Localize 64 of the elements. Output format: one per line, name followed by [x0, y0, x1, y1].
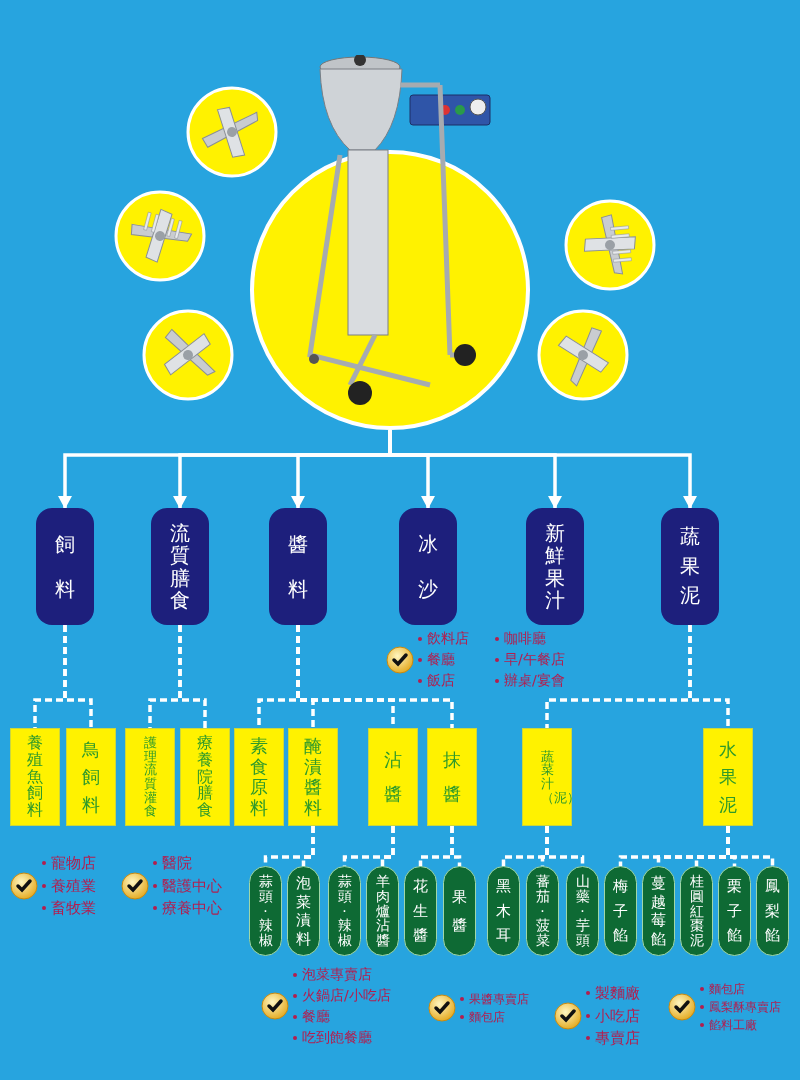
customer-type-text: 專賣店	[595, 1028, 640, 1049]
subcategory-box: 水果泥	[703, 728, 753, 826]
product-pill: 桂圓紅棗泥	[680, 866, 713, 956]
product-pill: 鳳梨餡	[756, 866, 789, 956]
subcategory-box: 抹醬	[427, 728, 477, 826]
connector-line	[688, 625, 730, 728]
category-box: 醬料	[269, 508, 327, 625]
category-box: 冰沙	[399, 508, 457, 625]
subcategory-box: 鳥飼料	[66, 728, 116, 826]
customer-type-text: 辦桌/宴會	[504, 671, 565, 690]
connector-line	[301, 826, 315, 866]
subcategory-box: 素食原料	[234, 728, 284, 826]
customer-type-text: 養殖業	[51, 875, 96, 897]
customer-type-text: 飲料店	[427, 629, 469, 648]
customer-type-text: 餡料工廠	[709, 1017, 757, 1034]
product-pill: 蒜頭·辣椒	[249, 866, 282, 956]
category-box: 蔬果泥	[661, 508, 719, 625]
product-pill: 梅子餡	[604, 866, 637, 956]
subcategory-box: 醃漬醬料	[288, 728, 338, 826]
subcategory-box: 養殖魚飼料	[10, 728, 60, 826]
customer-type-text: 麵包店	[469, 1009, 505, 1026]
connector-line	[296, 625, 454, 728]
subcategory-box: 療養院膳食	[180, 728, 230, 826]
customer-type-text: 醫護中心	[162, 875, 222, 897]
subcategory-box: 護理流質灌食	[125, 728, 175, 826]
customer-type-text: 咖啡廳	[504, 629, 546, 648]
customer-type-text: 寵物店	[51, 853, 96, 874]
product-pill: 山藥·芋頭	[566, 866, 599, 956]
category-box: 飼料	[36, 508, 94, 625]
customer-type-text: 果醬專賣店	[469, 991, 529, 1008]
subcategory-box: 蔬菜汁（泥）	[522, 728, 572, 826]
product-pill: 羊肉爐沾醬	[366, 866, 399, 956]
subcategory-box: 沾醬	[368, 728, 418, 826]
customer-type-text: 早/午餐店	[504, 650, 565, 669]
customer-type-text: 療養中心	[162, 898, 222, 919]
customer-type-text: 飯店	[427, 671, 455, 690]
customer-type-text: 餐廳	[427, 650, 455, 669]
connector-line	[450, 826, 462, 866]
category-box: 新鮮果汁	[526, 508, 584, 625]
connector-line	[63, 625, 93, 728]
customer-type-text: 泡菜專賣店	[302, 965, 372, 984]
product-pill: 蔓越莓餡	[642, 866, 675, 956]
product-pill: 花生醬	[404, 866, 437, 956]
customer-type-text: 吃到飽餐廳	[302, 1028, 372, 1047]
connector-line	[380, 826, 395, 866]
connector-line	[545, 826, 585, 866]
customer-type-text: 鳳梨酥專賣店	[709, 999, 781, 1016]
product-pill: 栗子餡	[718, 866, 751, 956]
customer-type-text: 製麵廠	[595, 983, 640, 1004]
connector-line	[726, 826, 775, 866]
arrow	[388, 430, 697, 509]
customer-type-text: 麵包店	[709, 981, 745, 998]
product-pill: 泡菜漬料	[287, 866, 320, 956]
product-pill: 蕃茄·菠菜	[526, 866, 559, 956]
customer-type-text: 小吃店	[595, 1005, 640, 1027]
customer-type-text: 餐廳	[302, 1007, 330, 1026]
customer-type-text: 畜牧業	[51, 898, 96, 919]
customer-type-text: 醫院	[162, 853, 192, 874]
customer-type-text: 火鍋店/小吃店	[302, 986, 391, 1005]
product-pill: 蒜頭·辣椒	[328, 866, 361, 956]
connector-line	[178, 625, 207, 728]
product-pill: 黑木耳	[487, 866, 520, 956]
product-pill: 果醬	[443, 866, 476, 956]
category-box: 流質膳食	[151, 508, 209, 625]
